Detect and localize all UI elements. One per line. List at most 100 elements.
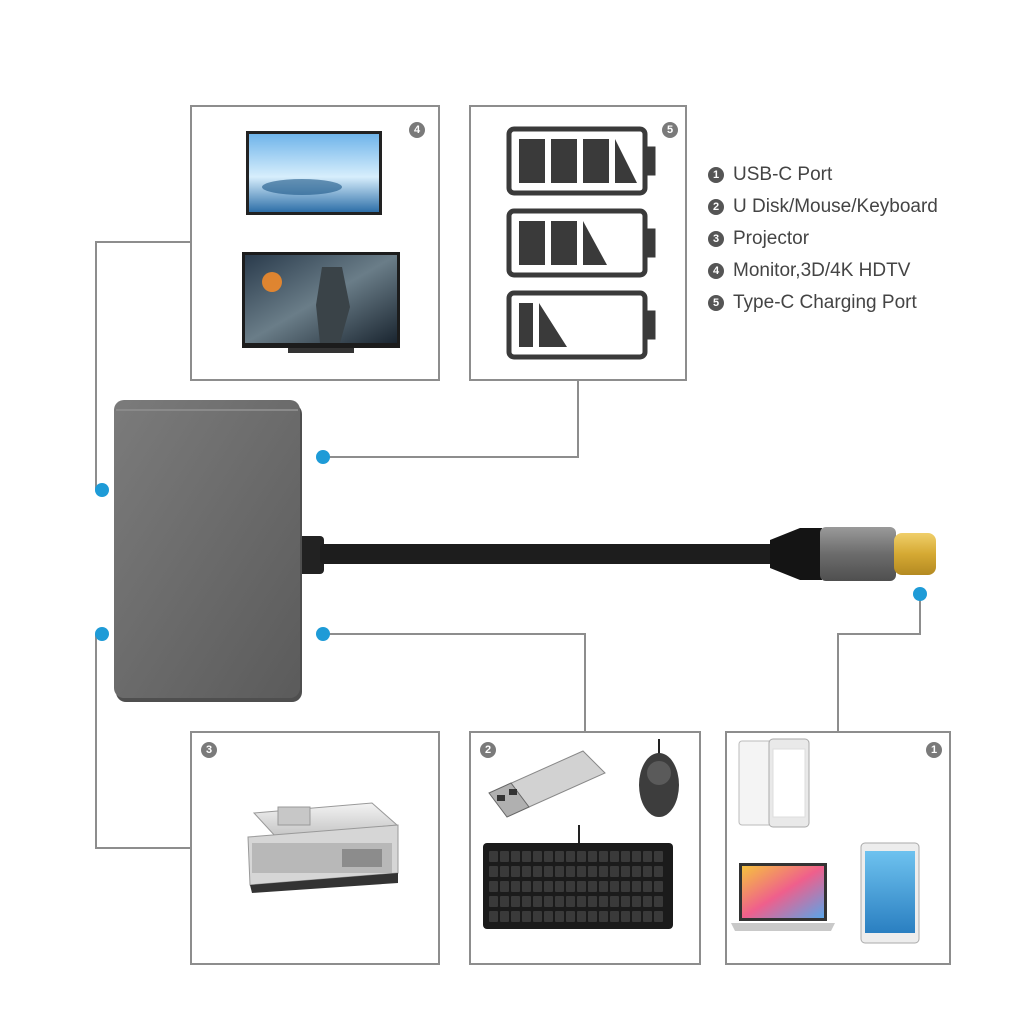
keyboard-key	[610, 851, 619, 862]
keyboard-key	[599, 851, 608, 862]
panel-projector: 3	[190, 731, 440, 965]
keyboard-key	[621, 881, 630, 892]
keyboard-key	[632, 896, 641, 907]
phone-icon	[738, 738, 810, 828]
keyboard-key	[511, 896, 520, 907]
keyboard-key	[566, 866, 575, 877]
keyboard-key	[500, 866, 509, 877]
line-usbc	[837, 594, 921, 732]
legend-number: 3	[708, 231, 724, 247]
keyboard-key	[544, 896, 553, 907]
keyboard-key	[511, 851, 520, 862]
monitor-icon	[242, 131, 400, 353]
keyboard-key	[643, 866, 652, 877]
keyboard-key	[566, 851, 575, 862]
legend-number: 2	[708, 199, 724, 215]
legend-label: U Disk/Mouse/Keyboard	[733, 196, 938, 217]
usb-c-cable	[296, 527, 936, 581]
legend-label: Monitor,3D/4K HDTV	[733, 260, 911, 281]
keyboard-key	[610, 881, 619, 892]
line-monitor	[95, 241, 192, 490]
keyboard-key	[489, 911, 498, 922]
keyboard-key	[522, 851, 531, 862]
panel-number-badge: 4	[409, 122, 425, 138]
keyboard-key	[654, 911, 663, 922]
keyboard-key	[632, 911, 641, 922]
legend-number: 1	[708, 167, 724, 183]
keyboard-key	[555, 866, 564, 877]
keyboard-key	[522, 881, 531, 892]
keyboard-key	[489, 896, 498, 907]
keyboard-key	[588, 896, 597, 907]
keyboard-key	[643, 896, 652, 907]
keyboard-key	[610, 911, 619, 922]
mouse-icon	[639, 739, 679, 817]
panel-number-badge: 2	[480, 742, 496, 758]
keyboard-key	[621, 896, 630, 907]
keyboard-key	[555, 851, 564, 862]
keyboard-key	[654, 881, 663, 892]
keyboard-key	[544, 851, 553, 862]
keyboard-key	[522, 866, 531, 877]
panel-peripherals: 2	[469, 731, 701, 965]
dot-projector	[95, 627, 109, 641]
keyboard-key	[643, 851, 652, 862]
panel-number-badge: 5	[662, 122, 678, 138]
keyboard-key	[599, 896, 608, 907]
keyboard-key	[599, 911, 608, 922]
keyboard-key	[544, 911, 553, 922]
keyboard-key	[577, 866, 586, 877]
keyboard-key	[654, 866, 663, 877]
keyboard-key	[588, 881, 597, 892]
keyboard-key	[577, 851, 586, 862]
dot-monitor	[95, 483, 109, 497]
keyboard-key	[555, 896, 564, 907]
keyboard-key	[489, 881, 498, 892]
keyboard-key	[544, 881, 553, 892]
line-peripherals	[323, 633, 586, 732]
keyboard-key	[632, 851, 641, 862]
keyboard-key	[643, 911, 652, 922]
keyboard-key	[511, 911, 520, 922]
keyboard-key	[599, 881, 608, 892]
dot-peripherals	[316, 627, 330, 641]
keyboard-key	[489, 866, 498, 877]
keyboard-key	[489, 851, 498, 862]
keyboard-key	[588, 851, 597, 862]
keyboard-key	[632, 881, 641, 892]
legend-label: Projector	[733, 228, 810, 249]
keyboard-key	[511, 881, 520, 892]
keyboard-key	[500, 851, 509, 862]
keyboard-key	[588, 866, 597, 877]
legend-number: 4	[708, 263, 724, 279]
keyboard-key	[621, 851, 630, 862]
legend-label: Type-C Charging Port	[733, 292, 917, 313]
keyboard-key	[621, 911, 630, 922]
keyboard-key	[500, 911, 509, 922]
keyboard-key	[632, 866, 641, 877]
keyboard-key	[533, 896, 542, 907]
panel-monitor: 4	[190, 105, 440, 381]
keyboard-key	[522, 896, 531, 907]
keyboard-key	[577, 911, 586, 922]
keyboard-key	[566, 881, 575, 892]
line-projector	[95, 634, 192, 849]
keyboard-key	[577, 881, 586, 892]
keyboard-key	[654, 851, 663, 862]
keyboard-key	[511, 866, 520, 877]
keyboard-key	[555, 911, 564, 922]
legend-label: USB-C Port	[733, 164, 833, 185]
battery-medium-icon	[506, 208, 656, 278]
panel-number-badge: 1	[926, 742, 942, 758]
keyboard-key	[500, 896, 509, 907]
battery-full-icon	[506, 126, 656, 196]
keyboard-key	[588, 911, 597, 922]
usb-drive-icon	[488, 750, 606, 818]
hub-body	[114, 400, 302, 702]
keyboard-key	[533, 866, 542, 877]
keyboard-key	[500, 881, 509, 892]
keyboard-key	[533, 911, 542, 922]
panel-usb-c-devices: 1	[725, 731, 951, 965]
dot-charging	[316, 450, 330, 464]
